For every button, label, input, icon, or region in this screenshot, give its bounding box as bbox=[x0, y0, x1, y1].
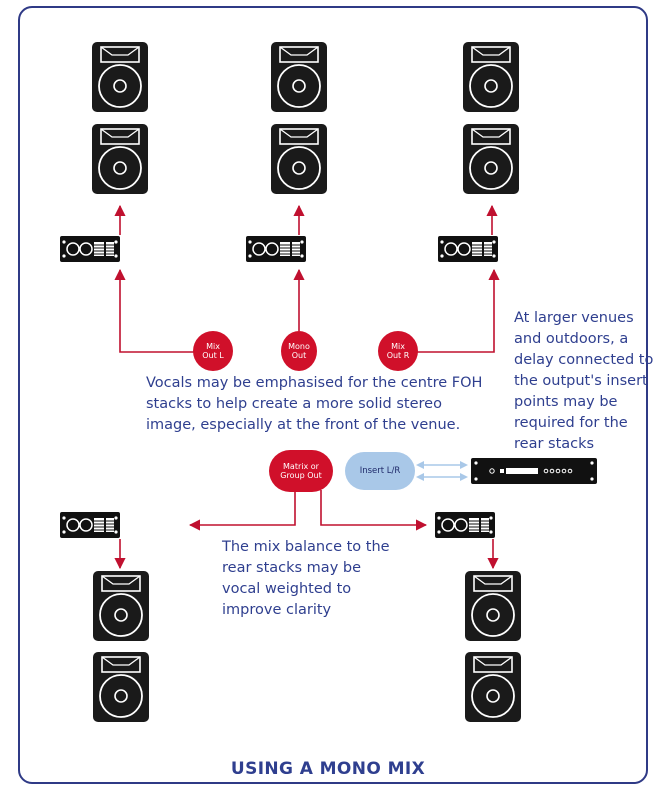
mix-out-r-label: Mix Out R bbox=[386, 342, 410, 360]
speaker-cabinet bbox=[462, 41, 520, 113]
signal-line bbox=[188, 490, 296, 531]
speaker-cabinet bbox=[464, 651, 522, 723]
matrix-group-out-node: Matrix or Group Out bbox=[269, 450, 333, 492]
mix-out-r-node: Mix Out R bbox=[378, 331, 418, 371]
mix-balance-note: The mix balance to the rear stacks may b… bbox=[222, 539, 390, 618]
speaker-cabinet bbox=[92, 570, 150, 642]
signal-line bbox=[114, 268, 196, 353]
mono-out-node: Mono Out bbox=[281, 331, 317, 371]
mix-out-l-label: Mix Out L bbox=[202, 342, 224, 360]
amplifier bbox=[59, 235, 121, 263]
matrix-group-out-label: Matrix or Group Out bbox=[280, 462, 322, 480]
speaker-cabinet bbox=[464, 570, 522, 642]
signal-line bbox=[406, 268, 500, 353]
signal-line bbox=[320, 490, 428, 531]
insert-lr-node: Insert L/R bbox=[345, 452, 415, 490]
mix-out-l-node: Mix Out L bbox=[193, 331, 233, 371]
delay-unit bbox=[471, 458, 597, 484]
speaker-cabinet bbox=[91, 123, 149, 195]
mono-out-label: Mono Out bbox=[288, 342, 310, 360]
diagram-title: USING A MONO MIX bbox=[230, 759, 426, 779]
insert-lr-label: Insert L/R bbox=[359, 465, 401, 476]
amplifier bbox=[59, 511, 121, 539]
speaker-cabinet bbox=[92, 651, 150, 723]
amplifier bbox=[437, 235, 499, 263]
amplifier bbox=[245, 235, 307, 263]
speaker-cabinet bbox=[462, 123, 520, 195]
speaker-cabinet bbox=[270, 123, 328, 195]
speaker-cabinet bbox=[91, 41, 149, 113]
vocals-note: Vocals may be emphasised for the centre … bbox=[146, 375, 483, 433]
speaker-cabinet bbox=[270, 41, 328, 113]
amplifier bbox=[434, 511, 496, 539]
delay-note: At larger venues and outdoors, a delay c… bbox=[514, 310, 654, 452]
